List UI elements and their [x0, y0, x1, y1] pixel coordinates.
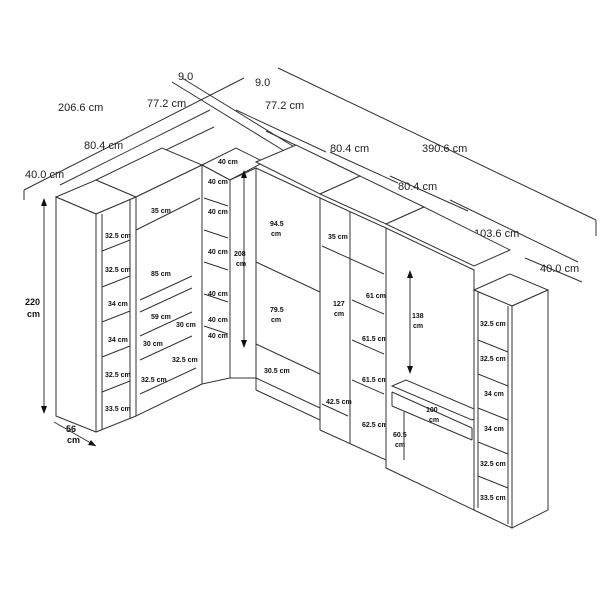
- dim-77-2-b: 77.2 cm: [265, 100, 304, 112]
- corner-shelf-3: 40 cm: [208, 249, 228, 256]
- dim-40-b: 40.0 cm: [540, 263, 579, 275]
- rm-61-5-a: 61.5 cm: [362, 336, 388, 343]
- drawer-32-5-a: 32.5 cm: [172, 357, 198, 364]
- middle-30-5: 30.5 cm: [264, 368, 290, 375]
- right-shelf-3: 34 cm: [484, 391, 504, 398]
- middle-79-5: 79.5: [270, 307, 284, 314]
- middle-labels: 94.5 cm 79.5 cm 30.5 cm: [264, 221, 290, 375]
- right-middle-unit: [318, 175, 426, 461]
- middle-94-5-unit: cm: [271, 231, 281, 238]
- left-shelf-1: 32.5 cm: [105, 233, 131, 240]
- middle-94-5: 94.5: [270, 221, 284, 228]
- dim-80-4-c: 80.4 cm: [398, 181, 437, 193]
- corner-shelf-5: 40 cm: [208, 317, 228, 324]
- corner-shelf-1: 40 cm: [208, 179, 228, 186]
- right-shelf-1: 32.5 cm: [480, 321, 506, 328]
- second-unit-labels: 35 cm 85 cm 59 cm 30 cm 30 cm 32.5 cm 32…: [141, 208, 198, 384]
- rm-61-5-b: 61.5 cm: [362, 377, 388, 384]
- rm-42-5: 42.5 cm: [326, 399, 352, 406]
- drawer-30-a: 30 cm: [176, 322, 196, 329]
- desk-138: 138: [412, 313, 424, 320]
- drawer-32-5-b: 32.5 cm: [141, 377, 167, 384]
- corner-height-208: 208: [234, 251, 246, 258]
- top-dimension-labels: 9.0 9.0 206.6 cm 77.2 cm 77.2 cm 80.4 cm…: [25, 71, 579, 275]
- desk-100-unit: cm: [429, 417, 439, 424]
- corner-height-208-unit: cm: [236, 261, 246, 268]
- dim-40-a: 40.0 cm: [25, 169, 64, 181]
- top-dimension-lines: [23, 67, 597, 283]
- corner-labels: 40 cm 40 cm 40 cm 40 cm 40 cm 40 cm 40 c…: [208, 159, 247, 348]
- corner-shelf-6: 40 cm: [208, 333, 228, 340]
- rm-62-5: 62.5 cm: [362, 422, 388, 429]
- desk-labels: 138 cm 100 cm 60.5 cm: [393, 270, 439, 460]
- right-shelf-2: 32.5 cm: [480, 356, 506, 363]
- hanging-85: 85 cm: [151, 271, 171, 278]
- rm-35: 35 cm: [328, 234, 348, 241]
- corner-shelf-4: 40 cm: [208, 291, 228, 298]
- desk-100: 100: [426, 407, 438, 414]
- dim-80-4-a: 80.4 cm: [84, 140, 123, 152]
- rm-61: 61 cm: [366, 293, 386, 300]
- right-shelf-6: 33.5 cm: [480, 495, 506, 502]
- height-220-marker: 220 cm: [25, 198, 47, 414]
- desk-60-5: 60.5: [393, 432, 407, 439]
- left-shelf-unit: [54, 179, 138, 433]
- left-shelf-2: 32.5 cm: [105, 267, 131, 274]
- corner-width-40: 40 cm: [218, 159, 238, 166]
- drawer-30-b: 30 cm: [143, 341, 163, 348]
- dim-9-a: 9.0: [178, 71, 193, 83]
- dim-206-6: 206.6 cm: [58, 102, 103, 114]
- rm-127-unit: cm: [334, 311, 344, 318]
- left-shelf-4: 34 cm: [108, 337, 128, 344]
- right-unit-labels: 32.5 cm 32.5 cm 34 cm 34 cm 32.5 cm 33.5…: [480, 321, 506, 502]
- dim-80-4-b: 80.4 cm: [330, 143, 369, 155]
- desk-138-unit: cm: [413, 323, 423, 330]
- desk-unit: [384, 206, 512, 511]
- corner-shelf-2: 40 cm: [208, 209, 228, 216]
- hanging-35: 35 cm: [151, 208, 171, 215]
- height-220-value: 220: [25, 297, 40, 307]
- right-shelf-4: 34 cm: [484, 426, 504, 433]
- left-shelf-3: 34 cm: [108, 301, 128, 308]
- depth-56-value: 56: [66, 424, 76, 434]
- right-shelf-5: 32.5 cm: [480, 461, 506, 468]
- desk-60-5-unit: cm: [395, 442, 405, 449]
- dim-77-2-a: 77.2 cm: [147, 98, 186, 110]
- rm-127: 127: [333, 301, 345, 308]
- dim-9-b: 9.0: [255, 77, 270, 89]
- drawer-59: 59 cm: [151, 314, 171, 321]
- depth-56-unit: cm: [67, 435, 80, 445]
- dim-103-6: 103.6 cm: [474, 228, 519, 240]
- left-shelf-6: 33.5 cm: [105, 406, 131, 413]
- height-220-unit: cm: [27, 309, 40, 319]
- left-shelf-5: 32.5 cm: [105, 372, 131, 379]
- right-middle-labels: 35 cm 127 cm 42.5 cm 61 cm 61.5 cm 61.5 …: [326, 234, 388, 429]
- depth-56-marker: 56 cm: [53, 421, 97, 447]
- left-unit-labels: 32.5 cm 32.5 cm 34 cm 34 cm 32.5 cm 33.5…: [105, 233, 131, 413]
- middle-79-5-unit: cm: [271, 317, 281, 324]
- dim-390-6: 390.6 cm: [422, 143, 467, 155]
- right-shelf-unit: [472, 273, 550, 529]
